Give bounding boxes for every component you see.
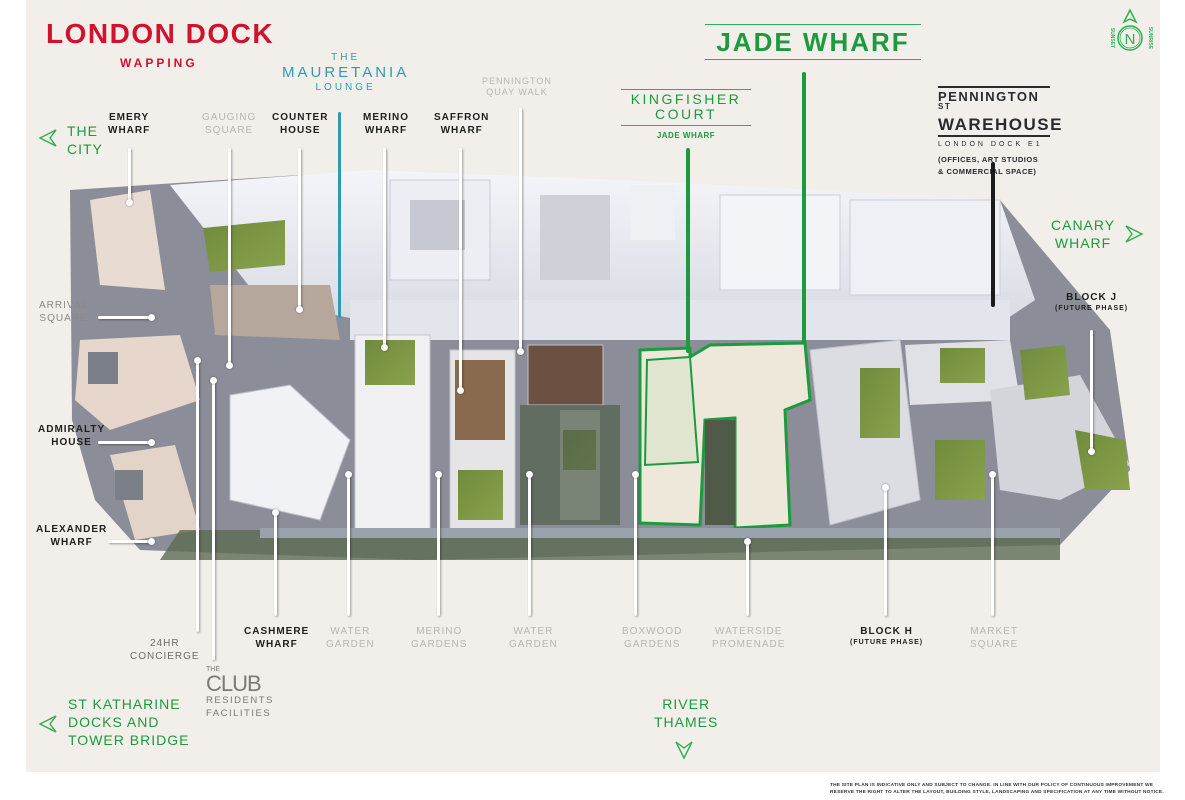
saffron-wharf-leader xyxy=(457,148,464,394)
brand-subtitle: WAPPING xyxy=(120,56,198,70)
compass-sunrise: SUNRISE xyxy=(1147,27,1153,50)
boxwood-gardens-leader xyxy=(632,471,639,616)
mauretania-line1: THE xyxy=(331,52,361,63)
pennington-line2: WAREHOUSE xyxy=(938,116,1061,138)
jade-wharf-title: JADE WHARF xyxy=(705,24,921,60)
cashmere-leader xyxy=(272,509,279,616)
arrow-left-icon xyxy=(38,129,57,147)
merino-gardens-leader xyxy=(435,471,442,616)
label-the-club[interactable]: THE CLUB RESIDENTS FACILITIES xyxy=(206,666,274,719)
club-leader xyxy=(210,377,217,660)
pennington-line5: & COMMERCIAL SPACE) xyxy=(938,167,1037,177)
water-garden-1-leader xyxy=(345,471,352,616)
kingfisher-court-name: KINGFISHER COURT xyxy=(621,89,751,126)
mauretania-lounge-label: THE MAURETANIA LOUNGE xyxy=(282,52,409,94)
brand-title: LONDON DOCK xyxy=(46,18,275,49)
pennington-st-warehouse-label: PENNINGTON ST WAREHOUSE LONDON DOCK E1 (… xyxy=(938,86,1061,178)
label-block-j[interactable]: BLOCK J(FUTURE PHASE) xyxy=(1055,292,1129,312)
block-h-leader xyxy=(882,484,889,616)
pennington-line3: LONDON DOCK E1 xyxy=(938,141,1043,149)
pennington-line1: PENNINGTON xyxy=(938,89,1040,104)
kingfisher-court-sub: JADE WHARF xyxy=(656,130,716,140)
block-j-leader xyxy=(1088,330,1095,455)
arrow-left-icon xyxy=(38,715,57,733)
arrow-down-icon xyxy=(675,741,693,760)
compass-sunset: SUNSET xyxy=(1109,28,1115,48)
disclaimer: THE SITE PLAN IS INDICATIVE ONLY AND SUB… xyxy=(830,783,1164,796)
arrival-square-leader xyxy=(98,314,155,321)
water-garden-2-leader xyxy=(526,471,533,616)
alexander-wharf-leader xyxy=(108,538,155,545)
compass-icon: N SUNSET SUNRISE xyxy=(1109,8,1153,51)
pennington-line4: (OFFICES, ART STUDIOS xyxy=(938,155,1039,165)
counter-house-leader xyxy=(296,148,303,313)
gauging-square-leader xyxy=(226,148,233,369)
pennington-quay-walk-leader xyxy=(517,108,524,355)
kingfisher-court-label: KINGFISHER COURT JADE WHARF xyxy=(621,89,751,140)
market-square-leader xyxy=(989,471,996,616)
emery-wharf-leader xyxy=(126,148,133,206)
waterside-promenade-leader xyxy=(744,538,751,616)
jade-wharf-leader xyxy=(802,72,806,344)
admiralty-house-leader xyxy=(98,439,155,446)
mauretania-line3: LOUNGE xyxy=(315,82,376,93)
pennington-sup: ST xyxy=(938,102,952,111)
pennington-st-leader xyxy=(991,162,995,307)
compass-north: N xyxy=(1125,31,1136,48)
mauretania-line2: MAURETANIA xyxy=(282,64,410,81)
mauretania-leader xyxy=(338,112,341,318)
label-block-h[interactable]: BLOCK H(FUTURE PHASE) xyxy=(850,626,924,646)
concierge-leader xyxy=(194,357,201,632)
kingfisher-leader xyxy=(686,148,690,353)
merino-wharf-leader xyxy=(381,148,388,351)
arrow-right-icon xyxy=(1125,225,1144,243)
